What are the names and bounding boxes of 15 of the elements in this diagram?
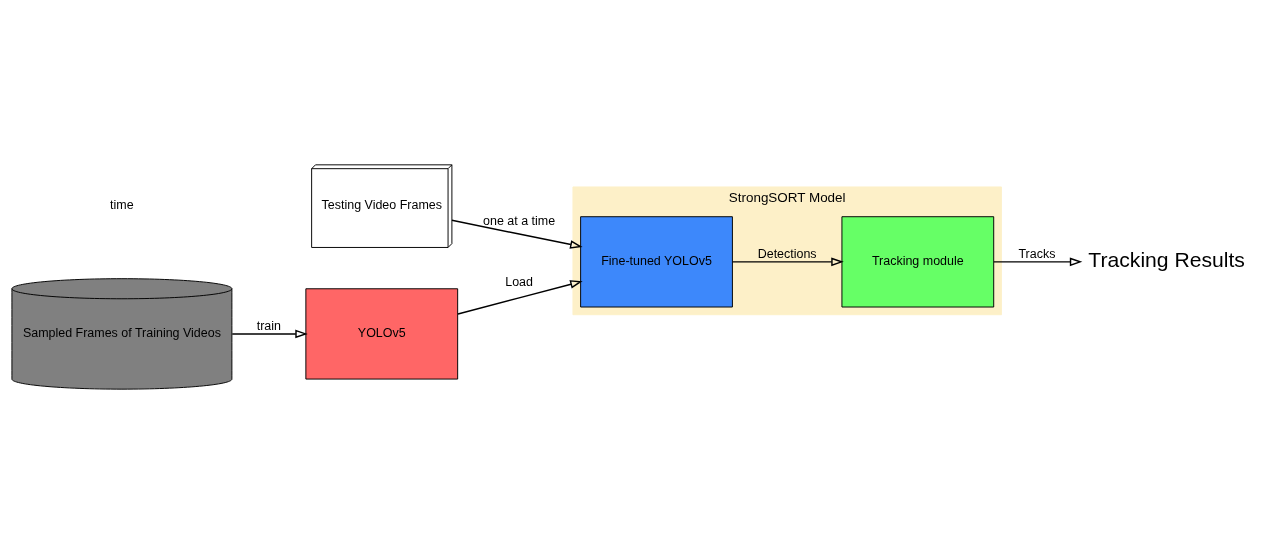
edge-label: Tracks: [1018, 247, 1056, 262]
node-text: Tracking Results: [1088, 248, 1245, 272]
arrow: [451, 219, 583, 249]
edge-label: Load: [505, 275, 534, 290]
arrow: [993, 257, 1083, 267]
node-box: Fine-tuned YOLOv5: [580, 216, 733, 308]
arrow: [231, 329, 308, 339]
edge-label: one at a time: [483, 213, 556, 228]
arrow: [457, 280, 583, 315]
node-box: YOLOv5: [305, 288, 459, 380]
edge-label: Detections: [757, 247, 817, 262]
label: time: [110, 198, 134, 213]
node-box: Tracking module: [841, 216, 995, 308]
arrow: [731, 257, 844, 267]
edge-label: train: [256, 319, 282, 334]
